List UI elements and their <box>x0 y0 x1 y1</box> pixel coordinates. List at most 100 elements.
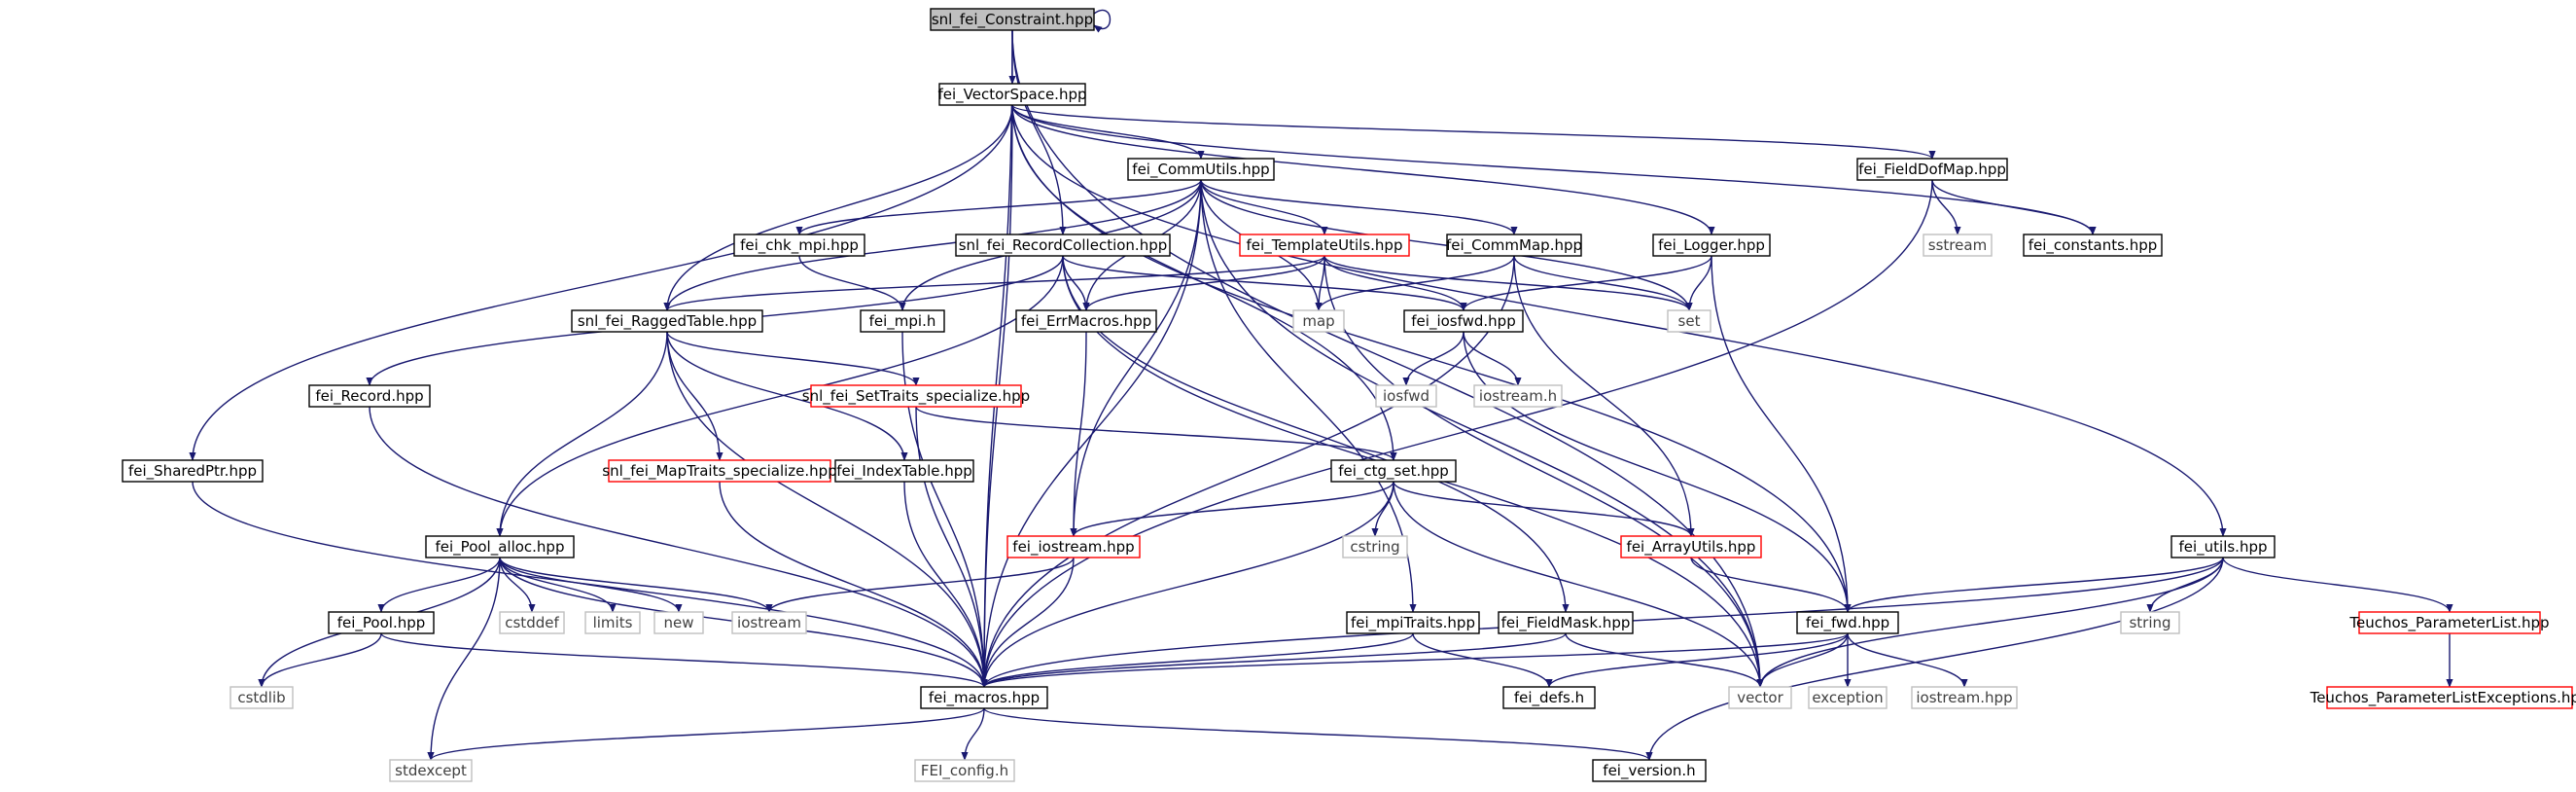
node-box <box>1015 309 1157 333</box>
node-fei_fwd_hpp[interactable]: fei_fwd.hpp <box>1796 611 1899 634</box>
node-fei_SharedPtr_hpp[interactable]: fei_SharedPtr.hpp <box>122 459 264 483</box>
node-label: fei_iostream.hpp <box>1012 538 1134 557</box>
include-edge-fei_VectorSpace_hpp-to-snl_fei_RaggedTable_hpp <box>663 104 1013 311</box>
node-fei_Pool_alloc_hpp[interactable]: fei_Pool_alloc.hpp <box>425 535 575 558</box>
node-label: iostream <box>737 614 801 631</box>
node-Teuchos_ParameterListExceptions_hpp[interactable]: Teuchos_ParameterListExceptions.hpp <box>2310 686 2576 709</box>
node-fei_Pool_hpp[interactable]: fei_Pool.hpp <box>328 611 435 634</box>
include-edge-fei_ctg_set_hpp-to-vector <box>1393 481 1764 688</box>
node-fei_ctg_set_hpp[interactable]: fei_ctg_set.hpp <box>1330 459 1457 483</box>
node-label: fei_constants.hpp <box>2029 236 2158 255</box>
node-fei_CommUtils_hpp[interactable]: fei_CommUtils.hpp <box>1127 158 1275 181</box>
node-cstring: cstring <box>1342 535 1408 558</box>
node-fei_version_h[interactable]: fei_version.h <box>1592 759 1707 782</box>
node-fei_VectorSpace_hpp[interactable]: fei_VectorSpace.hpp <box>937 83 1087 106</box>
include-edge-fei_CommMap_hpp-to-map <box>1315 255 1515 311</box>
include-edge-snl_fei_SetTraits_specialize_hpp-to-fei_macros_hpp <box>915 406 988 688</box>
node-box <box>2120 611 2180 634</box>
node-box <box>834 459 974 483</box>
node-Teuchos_ParameterList_hpp[interactable]: Teuchos_ParameterList.hpp <box>2348 611 2550 634</box>
node-vector: vector <box>1728 686 1792 709</box>
include-edge-fei_IndexTable_hpp-to-fei_macros_hpp <box>903 481 988 688</box>
node-box <box>328 611 435 634</box>
include-edge-snl_fei_RaggedTable_hpp-to-snl_fei_SetTraits_specialize_hpp <box>666 331 920 386</box>
node-fei_constants_hpp[interactable]: fei_constants.hpp <box>2023 234 2163 257</box>
node-fei_defs_h[interactable]: fei_defs.h <box>1502 686 1596 709</box>
include-edge-fei_CommUtils_hpp-to-snl_fei_RaggedTable_hpp <box>663 179 1202 311</box>
node-fei_CommMap_hpp[interactable]: fei_CommMap.hpp <box>1446 234 1582 257</box>
node-label: snl_fei_Constraint.hpp <box>932 11 1093 29</box>
node-fei_mpiTraits_hpp[interactable]: fei_mpiTraits.hpp <box>1346 611 1480 634</box>
node-box <box>1923 234 1993 257</box>
node-box <box>389 759 473 782</box>
node-label: fei_CommMap.hpp <box>1446 236 1582 255</box>
node-box <box>1346 611 1480 634</box>
include-edge-fei_Logger_hpp-to-fei_iosfwd_hpp <box>1460 255 1712 311</box>
node-label: fei_chk_mpi.hpp <box>740 236 859 255</box>
node-box <box>860 309 945 333</box>
node-fei_iostream_hpp[interactable]: fei_iostream.hpp <box>1006 535 1141 558</box>
include-edge-fei_FieldMask_hpp-to-vector <box>1565 632 1764 688</box>
node-fei_FieldDofMap_hpp[interactable]: fei_FieldDofMap.hpp <box>1856 158 2008 181</box>
node-snl_fei_MapTraits_specialize_hpp[interactable]: snl_fei_MapTraits_specialize.hpp <box>602 459 837 483</box>
node-box <box>1330 459 1457 483</box>
node-FEI_config_h: FEI_config.h <box>914 759 1015 782</box>
node-box <box>1127 158 1275 181</box>
node-fei_iosfwd_hpp[interactable]: fei_iosfwd.hpp <box>1403 309 1524 333</box>
node-snl_fei_Constraint_hpp[interactable]: snl_fei_Constraint.hpp <box>930 8 1095 31</box>
node-snl_fei_SetTraits_specialize_hpp[interactable]: snl_fei_SetTraits_specialize.hpp <box>802 384 1030 408</box>
node-set: set <box>1667 309 1711 333</box>
node-box <box>1498 611 1634 634</box>
include-edge-fei_CommMap_hpp-to-fei_macros_hpp <box>980 255 1515 688</box>
include-edge-fei_macros_hpp-to-stdexcept <box>427 707 985 761</box>
node-fei_Record_hpp[interactable]: fei_Record.hpp <box>308 384 431 408</box>
include-edge-fei_CommMap_hpp-to-set <box>1513 255 1693 311</box>
node-fei_FieldMask_hpp[interactable]: fei_FieldMask.hpp <box>1498 611 1634 634</box>
include-edge-snl_fei_RecordCollection_hpp-to-fei_Pool_alloc_hpp <box>496 255 1064 537</box>
node-label: fei_CommUtils.hpp <box>1132 161 1269 179</box>
node-label: iostream.hpp <box>1916 689 2012 706</box>
include-edge-fei_TemplateUtils_hpp-to-vector <box>1323 255 1764 688</box>
node-box <box>1239 234 1410 257</box>
node-box <box>1446 234 1582 257</box>
node-fei_utils_hpp[interactable]: fei_utils.hpp <box>2170 535 2276 558</box>
node-fei_chk_mpi_hpp[interactable]: fei_chk_mpi.hpp <box>733 234 865 257</box>
node-box <box>308 384 431 408</box>
include-edge-fei_macros_hpp-to-fei_version_h <box>983 707 1653 761</box>
include-edge-fei_VectorSpace_hpp-to-fei_Logger_hpp <box>1011 104 1715 235</box>
include-edge-fei_fwd_hpp-to-fei_defs_h <box>1545 632 1849 688</box>
node-fei_IndexTable_hpp[interactable]: fei_IndexTable.hpp <box>834 459 974 483</box>
include-edge-fei_CommUtils_hpp-to-fei_CommMap_hpp <box>1200 179 1518 235</box>
include-edge-snl_fei_Constraint_hpp-to-vector <box>1011 29 1764 688</box>
node-fei_ErrMacros_hpp[interactable]: fei_ErrMacros.hpp <box>1015 309 1157 333</box>
node-label: fei_utils.hpp <box>2178 538 2267 557</box>
node-box <box>955 234 1171 257</box>
node-label: fei_macros.hpp <box>929 689 1040 707</box>
node-box <box>1667 309 1711 333</box>
node-fei_Logger_hpp[interactable]: fei_Logger.hpp <box>1652 234 1771 257</box>
node-box <box>122 459 264 483</box>
node-label: fei_ctg_set.hpp <box>1338 462 1449 481</box>
node-fei_macros_hpp[interactable]: fei_macros.hpp <box>920 686 1048 709</box>
node-stdexcept: stdexcept <box>389 759 473 782</box>
include-edge-fei_iostream_hpp-to-iostream <box>765 557 1075 613</box>
node-label: iostream.h <box>1479 387 1557 405</box>
include-edge-fei_FieldMask_hpp-to-fei_macros_hpp <box>980 632 1567 688</box>
node-snl_fei_RecordCollection_hpp[interactable]: snl_fei_RecordCollection.hpp <box>955 234 1171 257</box>
node-cstdlib: cstdlib <box>229 686 294 709</box>
node-box <box>653 611 704 634</box>
node-box <box>810 384 1022 408</box>
node-label: snl_fei_SetTraits_specialize.hpp <box>802 387 1030 406</box>
node-box <box>938 83 1086 106</box>
node-map: map <box>1292 309 1345 333</box>
node-fei_TemplateUtils_hpp[interactable]: fei_TemplateUtils.hpp <box>1239 234 1410 257</box>
node-box <box>499 611 565 634</box>
node-snl_fei_RaggedTable_hpp[interactable]: snl_fei_RaggedTable.hpp <box>571 309 763 333</box>
node-box <box>731 611 807 634</box>
include-edge-fei_Record_hpp-to-fei_macros_hpp <box>369 406 988 688</box>
node-fei_ArrayUtils_hpp[interactable]: fei_ArrayUtils.hpp <box>1620 535 1762 558</box>
node-iosfwd: iosfwd <box>1375 384 1437 408</box>
node-label: snl_fei_MapTraits_specialize.hpp <box>602 462 836 481</box>
node-fei_mpi_h[interactable]: fei_mpi.h <box>860 309 945 333</box>
include-edge-fei_ctg_set_hpp-to-cstring <box>1371 481 1394 537</box>
